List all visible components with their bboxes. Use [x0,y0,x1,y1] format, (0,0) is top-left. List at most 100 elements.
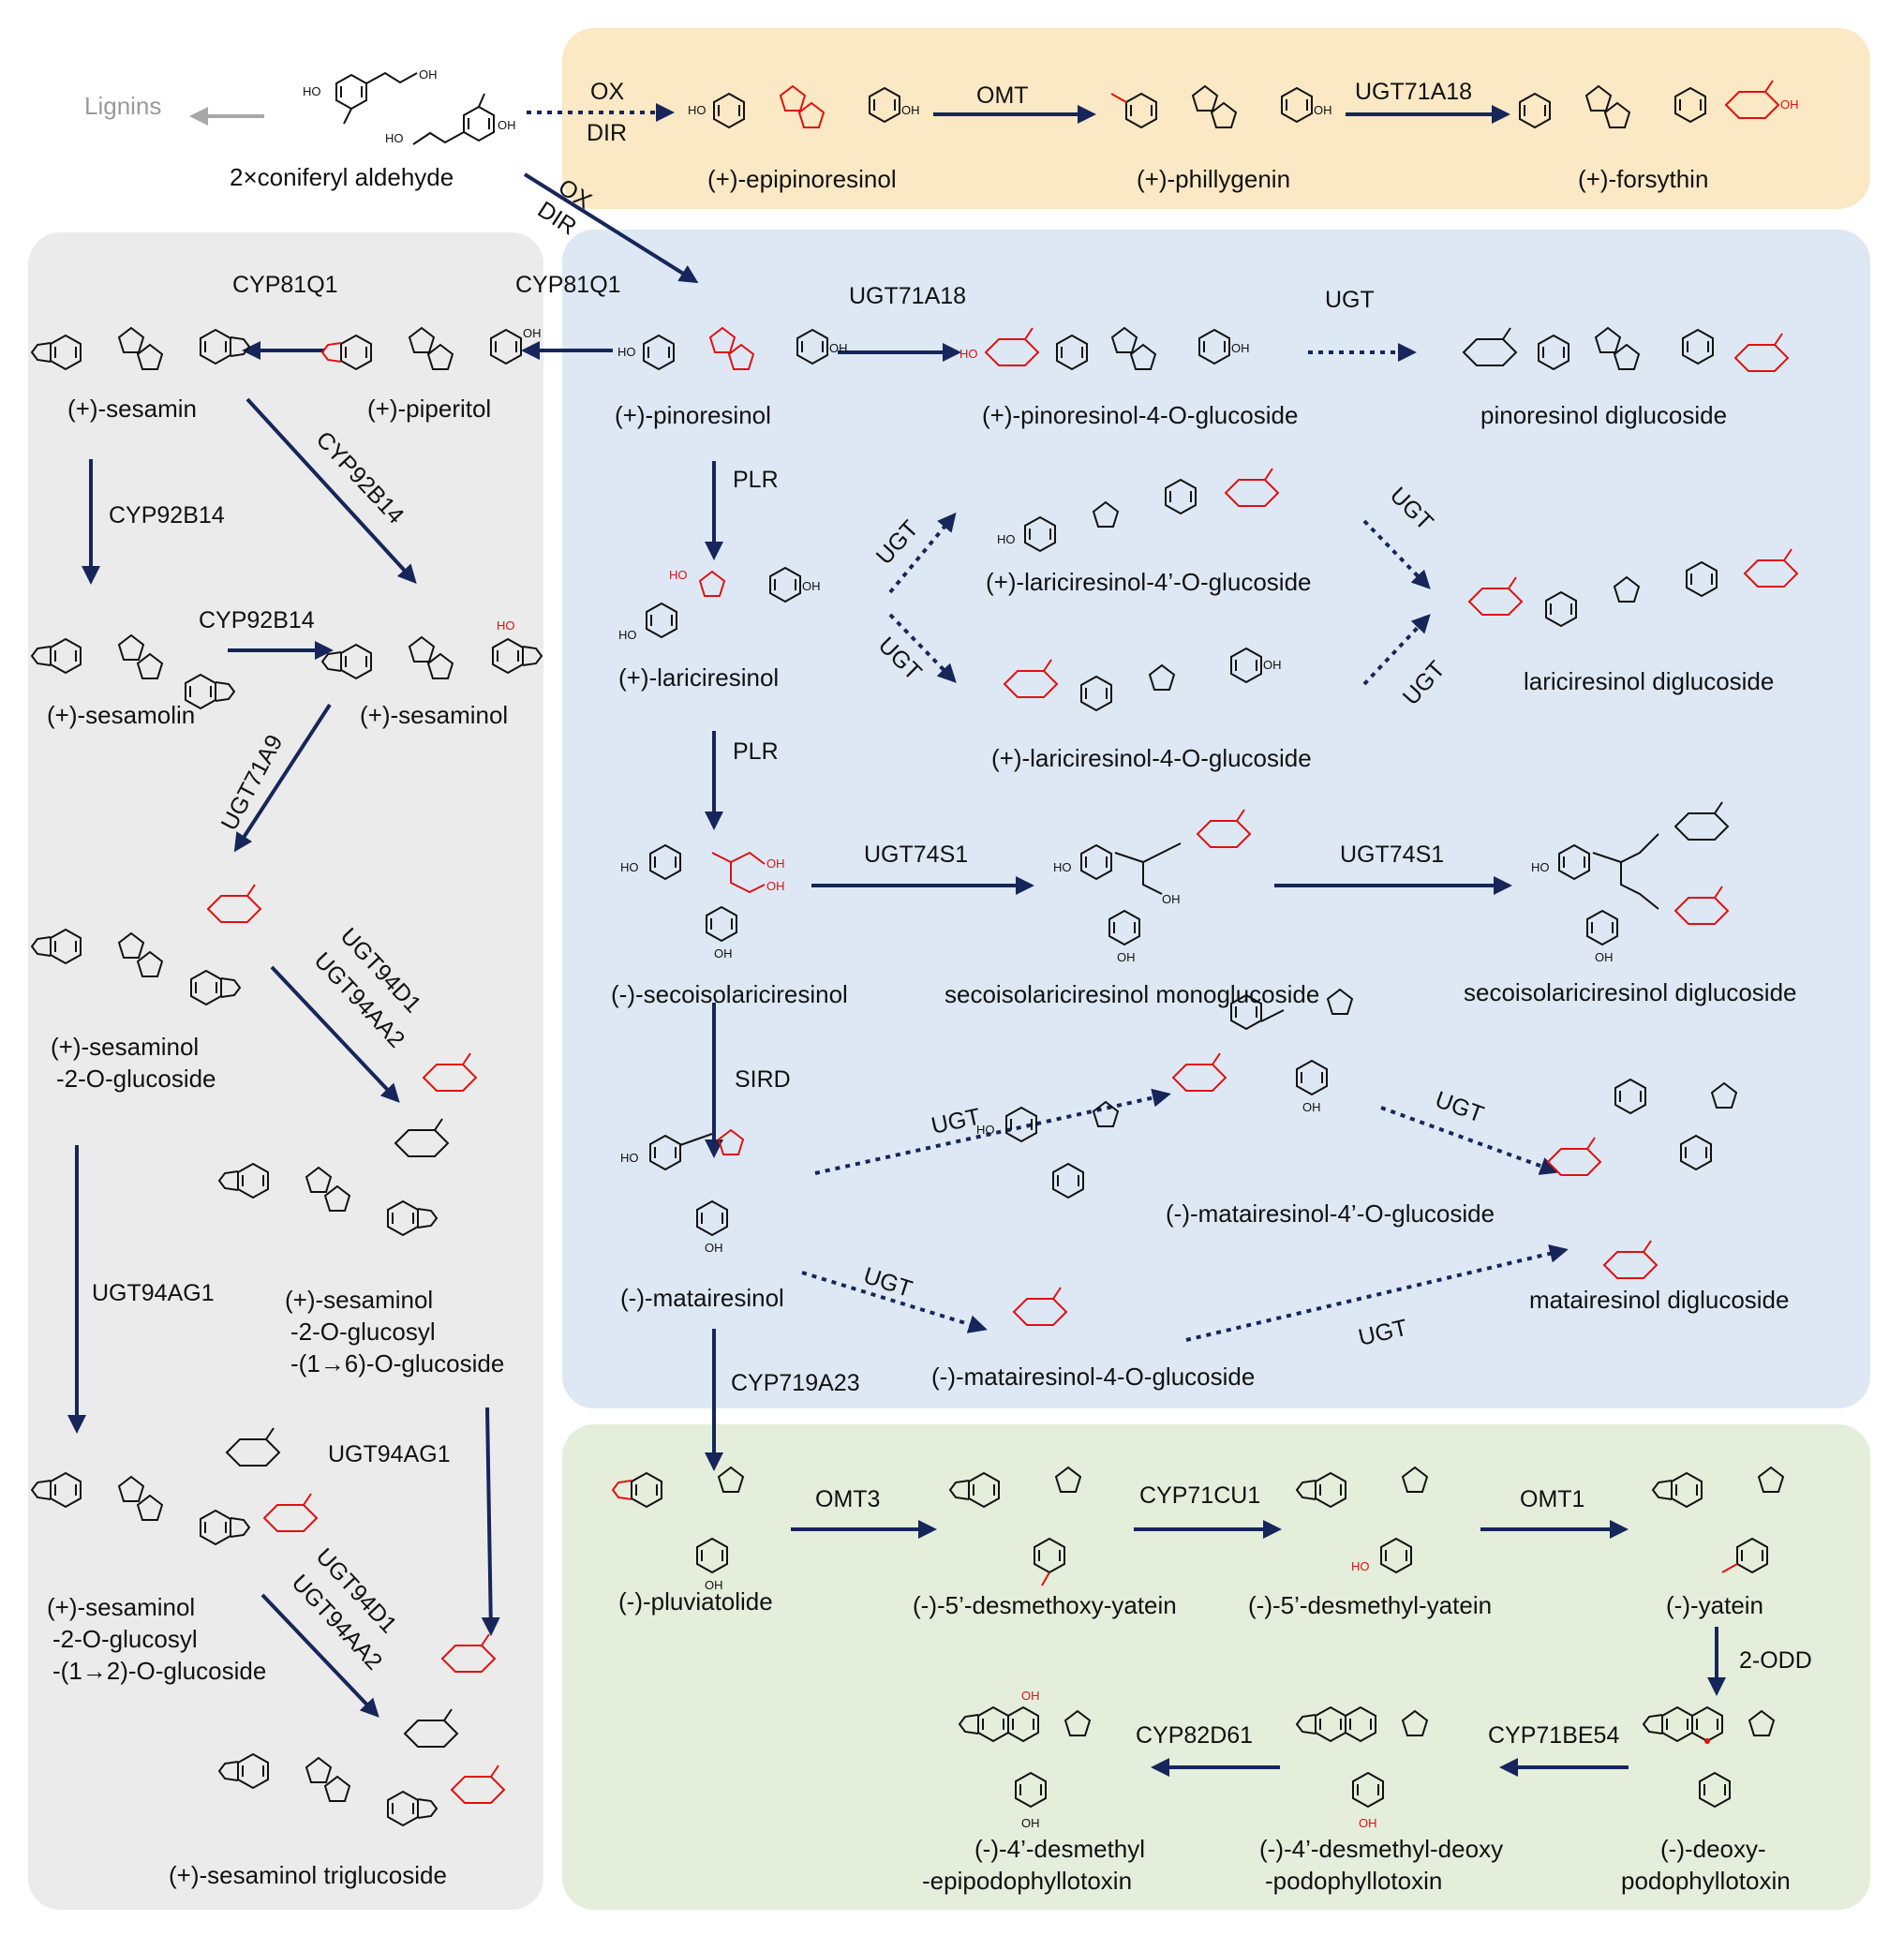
svg-text:OH: OH [1021,1689,1040,1703]
structures: OH HO HO OH HO OH OH OH [31,67,1799,1830]
structure-lariciresinol-4pg: HO [997,468,1279,552]
label-pinoresinol-dg: pinoresinol diglucoside [1480,401,1727,429]
label-sesaminol-12-1: (+)-sesaminol [47,1593,195,1621]
structure-desmethoxy-yatein [949,1467,1081,1586]
enzyme-ugt-mat-a: UGT [929,1104,982,1139]
label-secoiso-dg: secoisolariciresinol diglucoside [1464,978,1797,1006]
label-lariciresinol-4pg: (+)-lariciresinol-4’-O-glucoside [986,568,1311,596]
arrow-ugt94d1-b [260,1593,379,1718]
structure-forsythin: OH [1519,80,1799,128]
enzyme-ugt74s1-a: UGT74S1 [864,841,968,868]
svg-text:HO: HO [669,568,688,582]
enzyme-omt: OMT [976,82,1029,109]
enzyme-ox-1: OX [590,79,624,105]
svg-text:OH: OH [705,1578,723,1592]
svg-text:HO: HO [620,860,639,874]
arrow-ugt-mat-c [801,1271,988,1333]
structure-piperitol: OH [320,326,542,370]
enzyme-ugt-lar-c: UGT [1385,482,1438,535]
structure-secoiso: HO OH OH OH [620,844,785,961]
enzyme-ugt-mat-b: UGT [1432,1086,1487,1127]
label-desmethyl-epipodo-1: (-)-4’-desmethyl [974,1835,1145,1863]
enzyme-cyp71be54: CYP71BE54 [1488,1722,1619,1749]
svg-text:HO: HO [497,618,515,633]
structure-desmethyl-epipodo: OH OH [959,1689,1091,1830]
label-pluviatolide: (-)-pluviatolide [618,1587,773,1616]
enzyme-2odd: 2-ODD [1739,1647,1812,1674]
enzyme-cyp92b14-a: CYP92B14 [109,502,225,529]
svg-text:HO: HO [620,1151,639,1165]
enzyme-ugt94ag1-a: UGT94AG1 [92,1280,215,1306]
svg-text:HO: HO [1351,1559,1370,1573]
structure-phillygenin: OH [1110,85,1332,128]
arrow-ugt-mat-a [814,1088,1171,1175]
label-sesaminol-16-2: -2-O-glucosyl [290,1318,436,1346]
arrow-ugt71a9 [233,703,332,853]
structure-matairesinol: HO OH [620,1129,744,1255]
label-desmethyl-epipodo-2: -epipodophyllotoxin [922,1867,1132,1895]
structure-matairesinol-4g: HO [976,1101,1119,1326]
svg-text:OH: OH [766,879,785,893]
structure-yatein [1652,1467,1784,1573]
enzyme-cyp71cu1: CYP71CU1 [1139,1482,1260,1509]
structure-sesaminol-12 [31,1427,318,1545]
label-yatein: (-)-yatein [1666,1591,1763,1619]
enzyme-ugt71a18-top: UGT71A18 [1355,79,1472,105]
structure-desmethyl-deoxypodo: OH [1296,1706,1428,1830]
label-sesaminol-16-1: (+)-sesaminol [285,1286,433,1314]
arrow-ugt-mat-d [1185,1244,1569,1342]
enzyme-dir-1: DIR [587,120,627,146]
panel-podophyllotoxin-branch [562,1424,1870,1910]
svg-text:HO: HO [1053,860,1072,874]
label-epipinoresinol: (+)-epipinoresinol [707,165,897,193]
svg-text:OH: OH [1162,892,1181,906]
structure-lariciresinol: HO HO OH [618,567,821,642]
label-forsythin: (+)-forsythin [1578,165,1708,193]
enzyme-omt3: OMT3 [815,1486,880,1512]
structure-pinoresinol-dg [1463,327,1789,372]
enzyme-plr-1: PLR [733,467,779,493]
structure-secoiso-dg: HO OH [1531,801,1729,964]
label-deoxypodo-2: podophyllotoxin [1621,1867,1791,1895]
label-sesaminol-16-3: -(1→6)-O-glucoside [290,1349,504,1378]
label-sesamin: (+)-sesamin [67,395,197,423]
svg-text:OH: OH [1595,950,1614,964]
enzyme-cyp92b14-c: CYP92B14 [199,607,315,633]
structure-pinoresinol: HO OH [617,327,848,370]
structure-matairesinol-dg [1547,1079,1737,1279]
structure-sesaminol-16 [218,1052,477,1236]
panel-pinoresinol-branch [562,230,1870,1408]
svg-text:HO: HO [618,628,637,642]
enzyme-ugt-mat-d: UGT [1356,1315,1410,1351]
arrow-ugt-lar-c [1362,519,1431,589]
svg-text:OH: OH [1314,103,1332,117]
panel-forsythin-branch [562,28,1870,209]
svg-text:HO: HO [303,84,321,98]
label-lignins: Lignins [84,92,161,120]
label-secoiso: (-)-secoisolariciresinol [611,980,848,1008]
svg-text:OH: OH [498,118,516,132]
label-sesaminol-tg: (+)-sesaminol triglucoside [169,1861,447,1889]
label-desmethyl-deoxypodo-2: -podophyllotoxin [1265,1867,1442,1895]
structure-deoxypodo [1643,1706,1775,1808]
label-lariciresinol-dg: lariciresinol diglucoside [1524,667,1774,695]
structure-pluviatolide: OH [611,1467,744,1592]
enzyme-cyp719a23: CYP719A23 [731,1370,860,1396]
enzyme-ugt74s1-b: UGT74S1 [1340,841,1444,868]
label-sesaminol-12-2: -2-O-glucosyl [52,1625,198,1653]
svg-text:OH: OH [523,326,542,340]
enzyme-ugt-lar-b: UGT [873,632,927,685]
svg-text:HO: HO [385,131,404,145]
label-deoxypodo-1: (-)-deoxy- [1660,1835,1766,1863]
enzyme-ugt-mat-c: UGT [860,1262,915,1303]
structure-matairesinol-4pg: OH [1172,989,1353,1114]
label-pinoresinol: (+)-pinoresinol [615,401,771,429]
label-piperitol: (+)-piperitol [367,395,491,423]
structure-sesamolin [31,634,235,709]
label-matairesinol-dg: matairesinol diglucoside [1529,1286,1789,1314]
label-desmethyl-yatein: (-)-5’-desmethyl-yatein [1248,1591,1492,1619]
svg-text:HO: HO [959,347,978,361]
arrows [67,103,1726,1777]
arrow-ugt94d1-a [270,965,400,1103]
